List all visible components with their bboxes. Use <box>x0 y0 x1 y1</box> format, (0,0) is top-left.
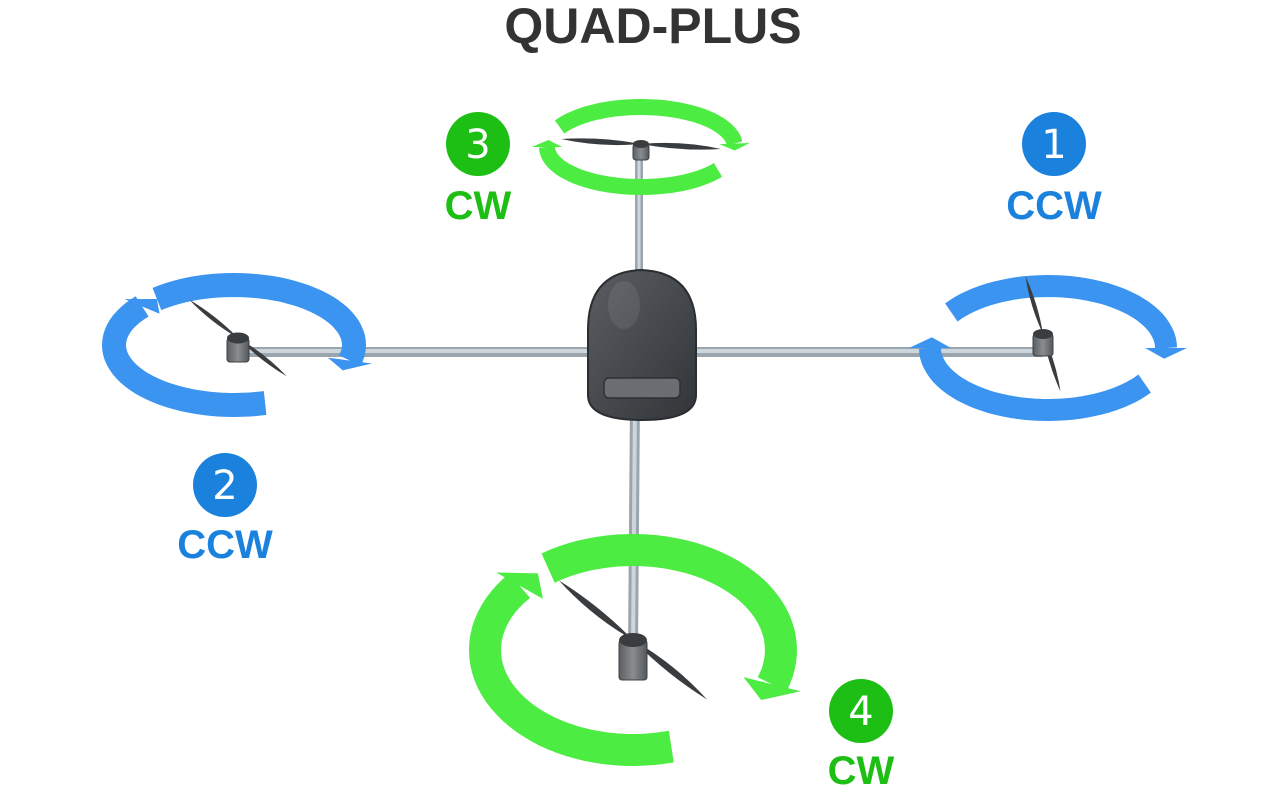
propeller-icon <box>558 580 708 700</box>
rotation-arrowhead-icon <box>743 677 801 700</box>
rotation-ring-segment <box>541 533 797 692</box>
rotation-arrowhead-icon <box>1145 348 1187 359</box>
rotation-ring-segment <box>554 99 743 146</box>
drone-body <box>587 268 697 422</box>
motor-number: 3 <box>465 122 490 168</box>
rotor-left <box>101 272 372 418</box>
rotation-arrowhead-icon <box>531 140 563 147</box>
rotation-arrowhead-icon <box>496 572 543 599</box>
rotation-arrowhead-icon <box>124 299 160 314</box>
motor-direction: CW <box>445 184 512 228</box>
rotor-front <box>531 99 750 196</box>
motor-direction: CW <box>828 749 895 793</box>
motor-label-3: 3CW <box>445 112 512 228</box>
motor-direction: CCW <box>1006 184 1102 228</box>
rotation-ring-segment <box>539 146 723 196</box>
motor-cap <box>227 332 249 344</box>
rotation-arrowhead-icon <box>327 357 372 371</box>
rotation-ring-segment <box>945 274 1177 349</box>
motor-number-badge <box>1022 112 1086 176</box>
rotor-rear <box>468 533 801 767</box>
rotation-ring-segment <box>919 347 1151 422</box>
motor-number: 1 <box>1041 122 1066 168</box>
motor-number: 4 <box>848 689 873 735</box>
body-panel <box>603 377 681 399</box>
propeller-icon <box>561 138 721 150</box>
rotation-arrowhead-icon <box>719 142 750 151</box>
rotation-ring-segment <box>101 296 267 418</box>
rotor-right <box>909 274 1187 422</box>
motor-number-badge <box>193 453 257 517</box>
motor-cap <box>1033 329 1053 339</box>
motor-number-badge <box>829 679 893 743</box>
motor-number-badge <box>446 112 510 176</box>
diagram-title: QUAD-PLUS <box>504 0 801 54</box>
propeller-icon <box>189 299 287 377</box>
rotation-ring-segment <box>152 272 367 366</box>
frame-arms <box>235 156 1047 655</box>
motor-cap <box>633 140 649 148</box>
rotation-ring-segment <box>468 573 674 767</box>
motor-cap <box>619 633 647 647</box>
motor-number: 2 <box>212 463 237 509</box>
rotation-arrowhead-icon <box>909 337 951 348</box>
motor-direction: CCW <box>177 523 273 567</box>
motor-label-4: 4CW <box>828 679 895 793</box>
